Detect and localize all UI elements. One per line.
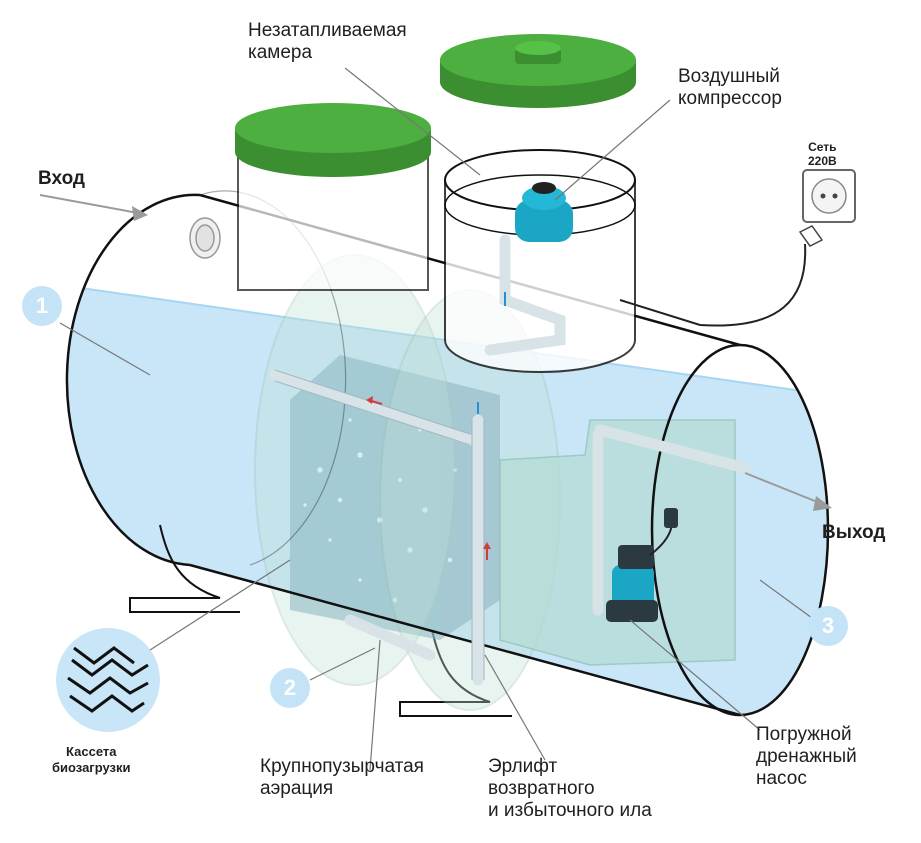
biocassette-box: [290, 355, 500, 640]
biocassette-net-icon: [56, 628, 160, 732]
label-compressor: Воздушный компрессор: [678, 66, 782, 109]
label-outlet: Выход: [822, 522, 886, 543]
flow-direction-arrows: [39, 194, 832, 511]
inlet-nozzle: [189, 217, 221, 259]
pipe-outlines: [274, 369, 485, 680]
right-riser: [444, 149, 636, 373]
right-lid: [440, 34, 636, 108]
aeration-bubbles: [302, 417, 458, 603]
submersible-pump: [606, 508, 678, 622]
zone-badge-3: 3: [808, 606, 848, 646]
leader-lines: [59, 67, 813, 771]
label-aeration: Крупнопузырчатая аэрация: [260, 756, 424, 799]
label-pump: Погружной дренажный насос: [756, 724, 857, 789]
flow-arrows: [366, 292, 506, 560]
pump-chamber: [499, 419, 736, 666]
label-mains-220v: Сеть 220В: [808, 140, 837, 168]
label-unheated-chamber: Незатапливаемая камера: [248, 20, 407, 63]
label-inlet: Вход: [38, 168, 85, 189]
pipes: [269, 234, 751, 686]
air-compressor: [515, 182, 573, 242]
label-cassette: Кассета биозагрузки: [52, 744, 131, 775]
zone-badge-2: 2: [270, 668, 310, 708]
left-lid: [235, 103, 431, 177]
power-socket: [619, 169, 856, 327]
label-airlift: Эрлифт возвратного и избыточного ила: [488, 756, 652, 821]
zone-badge-1: 1: [22, 286, 62, 326]
tank-supports: [129, 524, 512, 717]
